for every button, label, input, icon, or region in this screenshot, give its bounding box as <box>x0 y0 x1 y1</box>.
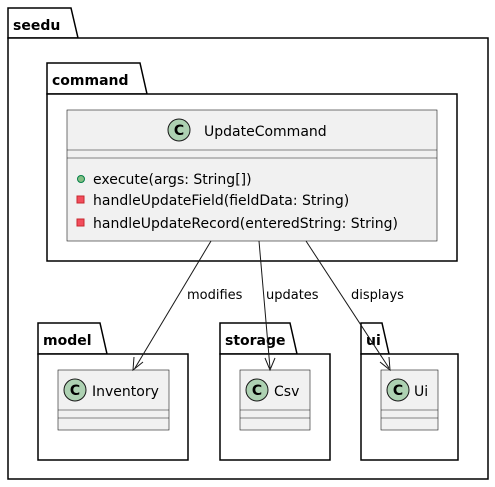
relation-updates-line <box>258 240 271 369</box>
private-visibility-icon <box>76 195 85 204</box>
member-handle-update-field: handleUpdateField(fieldData: String) <box>93 193 349 209</box>
class-ui-box <box>380 369 439 431</box>
class-inventory: C Inventory <box>57 369 170 431</box>
class-badge-icon <box>245 378 269 402</box>
class-inventory-name: Inventory <box>92 384 159 400</box>
class-update-command-box <box>66 109 438 242</box>
arrowhead-icon <box>132 356 144 372</box>
package-model-label: model <box>43 333 92 349</box>
class-csv-box <box>239 369 311 431</box>
class-badge-letter: C <box>70 383 80 399</box>
package-seedu-label: seedu <box>13 18 60 34</box>
relation-displays-line <box>305 240 390 369</box>
package-ui: ui <box>360 322 459 461</box>
class-badge-letter: C <box>174 123 184 139</box>
package-command-label: command <box>52 73 129 89</box>
class-badge-letter: C <box>393 383 403 399</box>
relation-modifies: modifies <box>132 240 243 372</box>
relation-displays-label: displays <box>351 288 404 303</box>
class-update-command: C UpdateCommand execute(args: String[]) … <box>66 109 438 242</box>
member-execute: execute(args: String[]) <box>93 172 252 188</box>
arrowhead-icon <box>264 357 276 372</box>
relation-modifies-line <box>134 240 212 369</box>
class-csv-name: Csv <box>274 384 299 400</box>
class-badge-icon <box>167 118 191 142</box>
relation-updates-label: updates <box>266 288 319 303</box>
private-visibility-icon <box>76 218 85 227</box>
class-csv: C Csv <box>239 369 311 431</box>
relation-modifies-label: modifies <box>187 288 243 303</box>
package-storage-label: storage <box>225 333 286 349</box>
class-update-command-name: UpdateCommand <box>204 124 327 140</box>
relation-updates: updates <box>258 240 319 372</box>
class-ui: C Ui <box>380 369 439 431</box>
package-ui-label: ui <box>366 333 381 349</box>
class-badge-letter: C <box>252 383 262 399</box>
member-handle-update-record: handleUpdateRecord(enteredString: String… <box>93 216 398 232</box>
class-badge-icon <box>63 378 87 402</box>
class-badge-icon <box>386 378 410 402</box>
relation-displays: displays <box>305 240 404 372</box>
arrowhead-icon <box>379 356 391 372</box>
class-ui-name: Ui <box>414 384 428 400</box>
package-storage: storage <box>219 322 331 461</box>
public-visibility-icon <box>77 175 85 183</box>
